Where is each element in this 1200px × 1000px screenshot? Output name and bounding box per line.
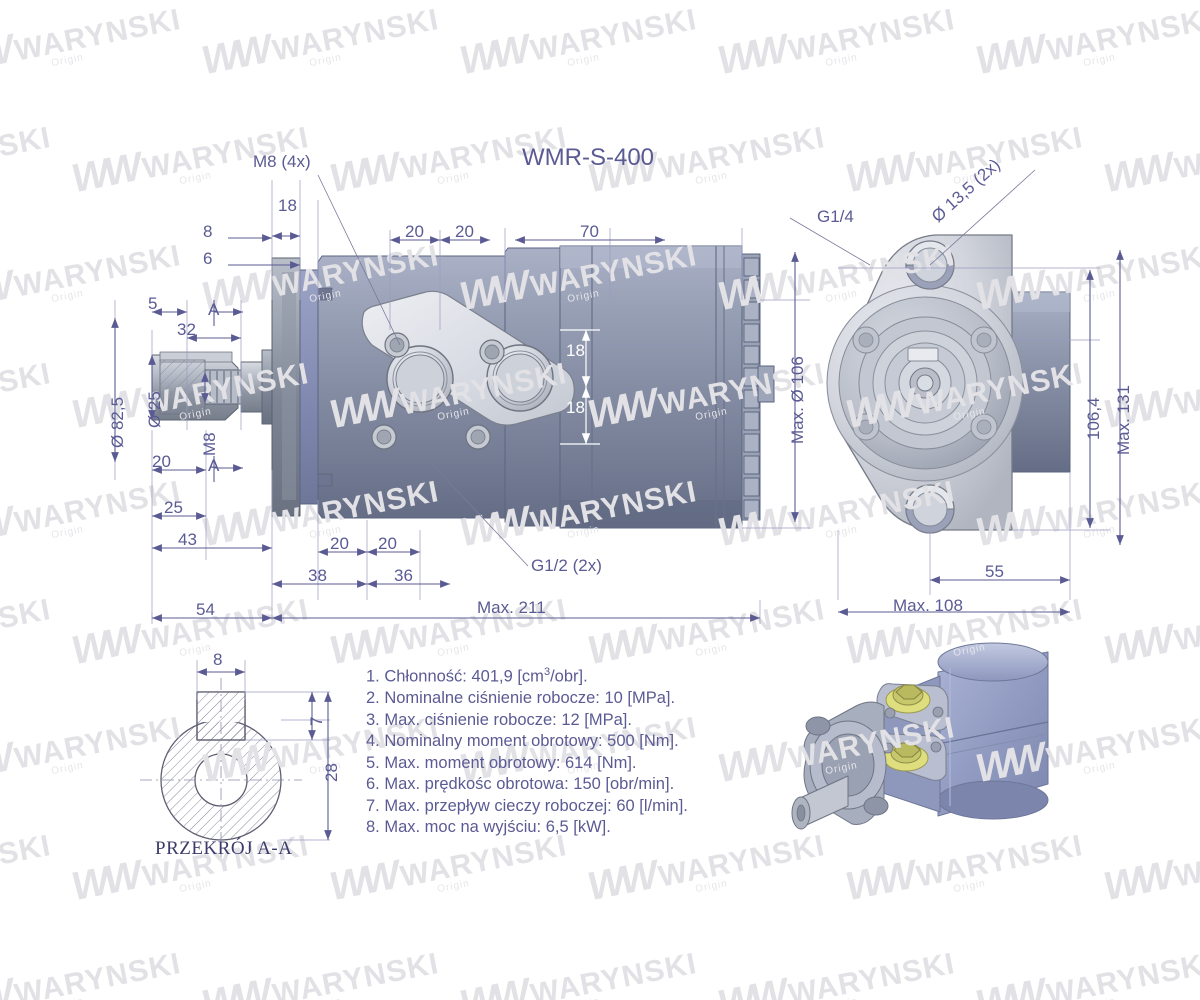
dim-54: 54 — [196, 600, 215, 619]
dim-d82-5: Ø 82,5 — [108, 396, 127, 448]
dim-20-left: 20 — [152, 452, 171, 471]
dim-70: 70 — [580, 222, 599, 241]
dim-d25: Ø 25 — [145, 391, 164, 428]
section-mark-a-bottom: A — [208, 456, 220, 475]
spec-item-1: 1. Chłonność: 401,9 [cm3/obr]. — [366, 666, 588, 686]
section-caption: PRZEKRÓJ A-A — [155, 838, 293, 859]
dim-20-top-a: 20 — [405, 222, 424, 241]
label-d13-5: Ø 13,5 (2x) — [928, 155, 1004, 227]
spec-item-7: 7. Max. przepływ cieczy roboczej: 60 [l/… — [366, 796, 688, 815]
label-g14: G1/4 — [817, 207, 854, 226]
spec-item-5: 5. Max. moment obrotowy: 614 [Nm]. — [366, 753, 637, 772]
label-g12-2x: G1/2 (2x) — [531, 556, 602, 575]
dim-max-131: Max. 131 — [1114, 385, 1133, 455]
dim-section-28: 28 — [322, 763, 341, 782]
section-mark-a-top: A — [208, 300, 220, 319]
dim-max-d106: Max. Ø 106 — [788, 356, 807, 444]
dim-36: 36 — [394, 566, 413, 585]
dim-43: 43 — [178, 530, 197, 549]
dim-55: 55 — [985, 562, 1004, 581]
dim-5: 5 — [148, 294, 158, 313]
dim-max-211: Max. 211 — [477, 598, 546, 617]
specification-list: 1. Chłonność: 401,9 [cm3/obr]. 2. Nominal… — [366, 662, 688, 839]
dim-38: 38 — [308, 566, 327, 585]
dim-32: 32 — [177, 320, 196, 339]
spec-item-4: 4. Nominalny moment obrotowy: 500 [Nm]. — [366, 732, 679, 750]
dim-m8: M8 — [200, 432, 219, 456]
dim-section-8: 8 — [213, 650, 223, 669]
dim-6: 6 — [203, 249, 213, 268]
dim-max-108: Max. 108 — [893, 596, 963, 615]
spec-item-3: 3. Max. ciśnienie robocze: 12 [MPa]. — [366, 710, 632, 729]
dim-20-bot-a: 20 — [330, 534, 349, 553]
dim-106-4: 106,4 — [1084, 397, 1103, 440]
dim-20-top-b: 20 — [455, 222, 474, 241]
label-m8-4x: M8 (4x) — [253, 152, 311, 171]
spec-item-8: 8. Max. moc na wyjściu: 6,5 [kW]. — [366, 818, 611, 836]
spec-item-2: 2. Nominalne ciśnienie robocze: 10 [MPa]… — [366, 689, 676, 707]
page-title: WMR-S-400 — [522, 144, 655, 171]
dim-18-center-b: 18 — [566, 398, 585, 417]
dim-section-7: 7 — [307, 716, 326, 726]
dim-18-top: 18 — [278, 196, 297, 215]
spec-item-6: 6. Max. prędkośc obrotowa: 150 [obr/min]… — [366, 775, 675, 793]
dim-20-bot-b: 20 — [378, 534, 397, 553]
dim-18-center-a: 18 — [566, 341, 585, 360]
dim-25: 25 — [164, 498, 183, 517]
dim-8: 8 — [203, 222, 213, 241]
